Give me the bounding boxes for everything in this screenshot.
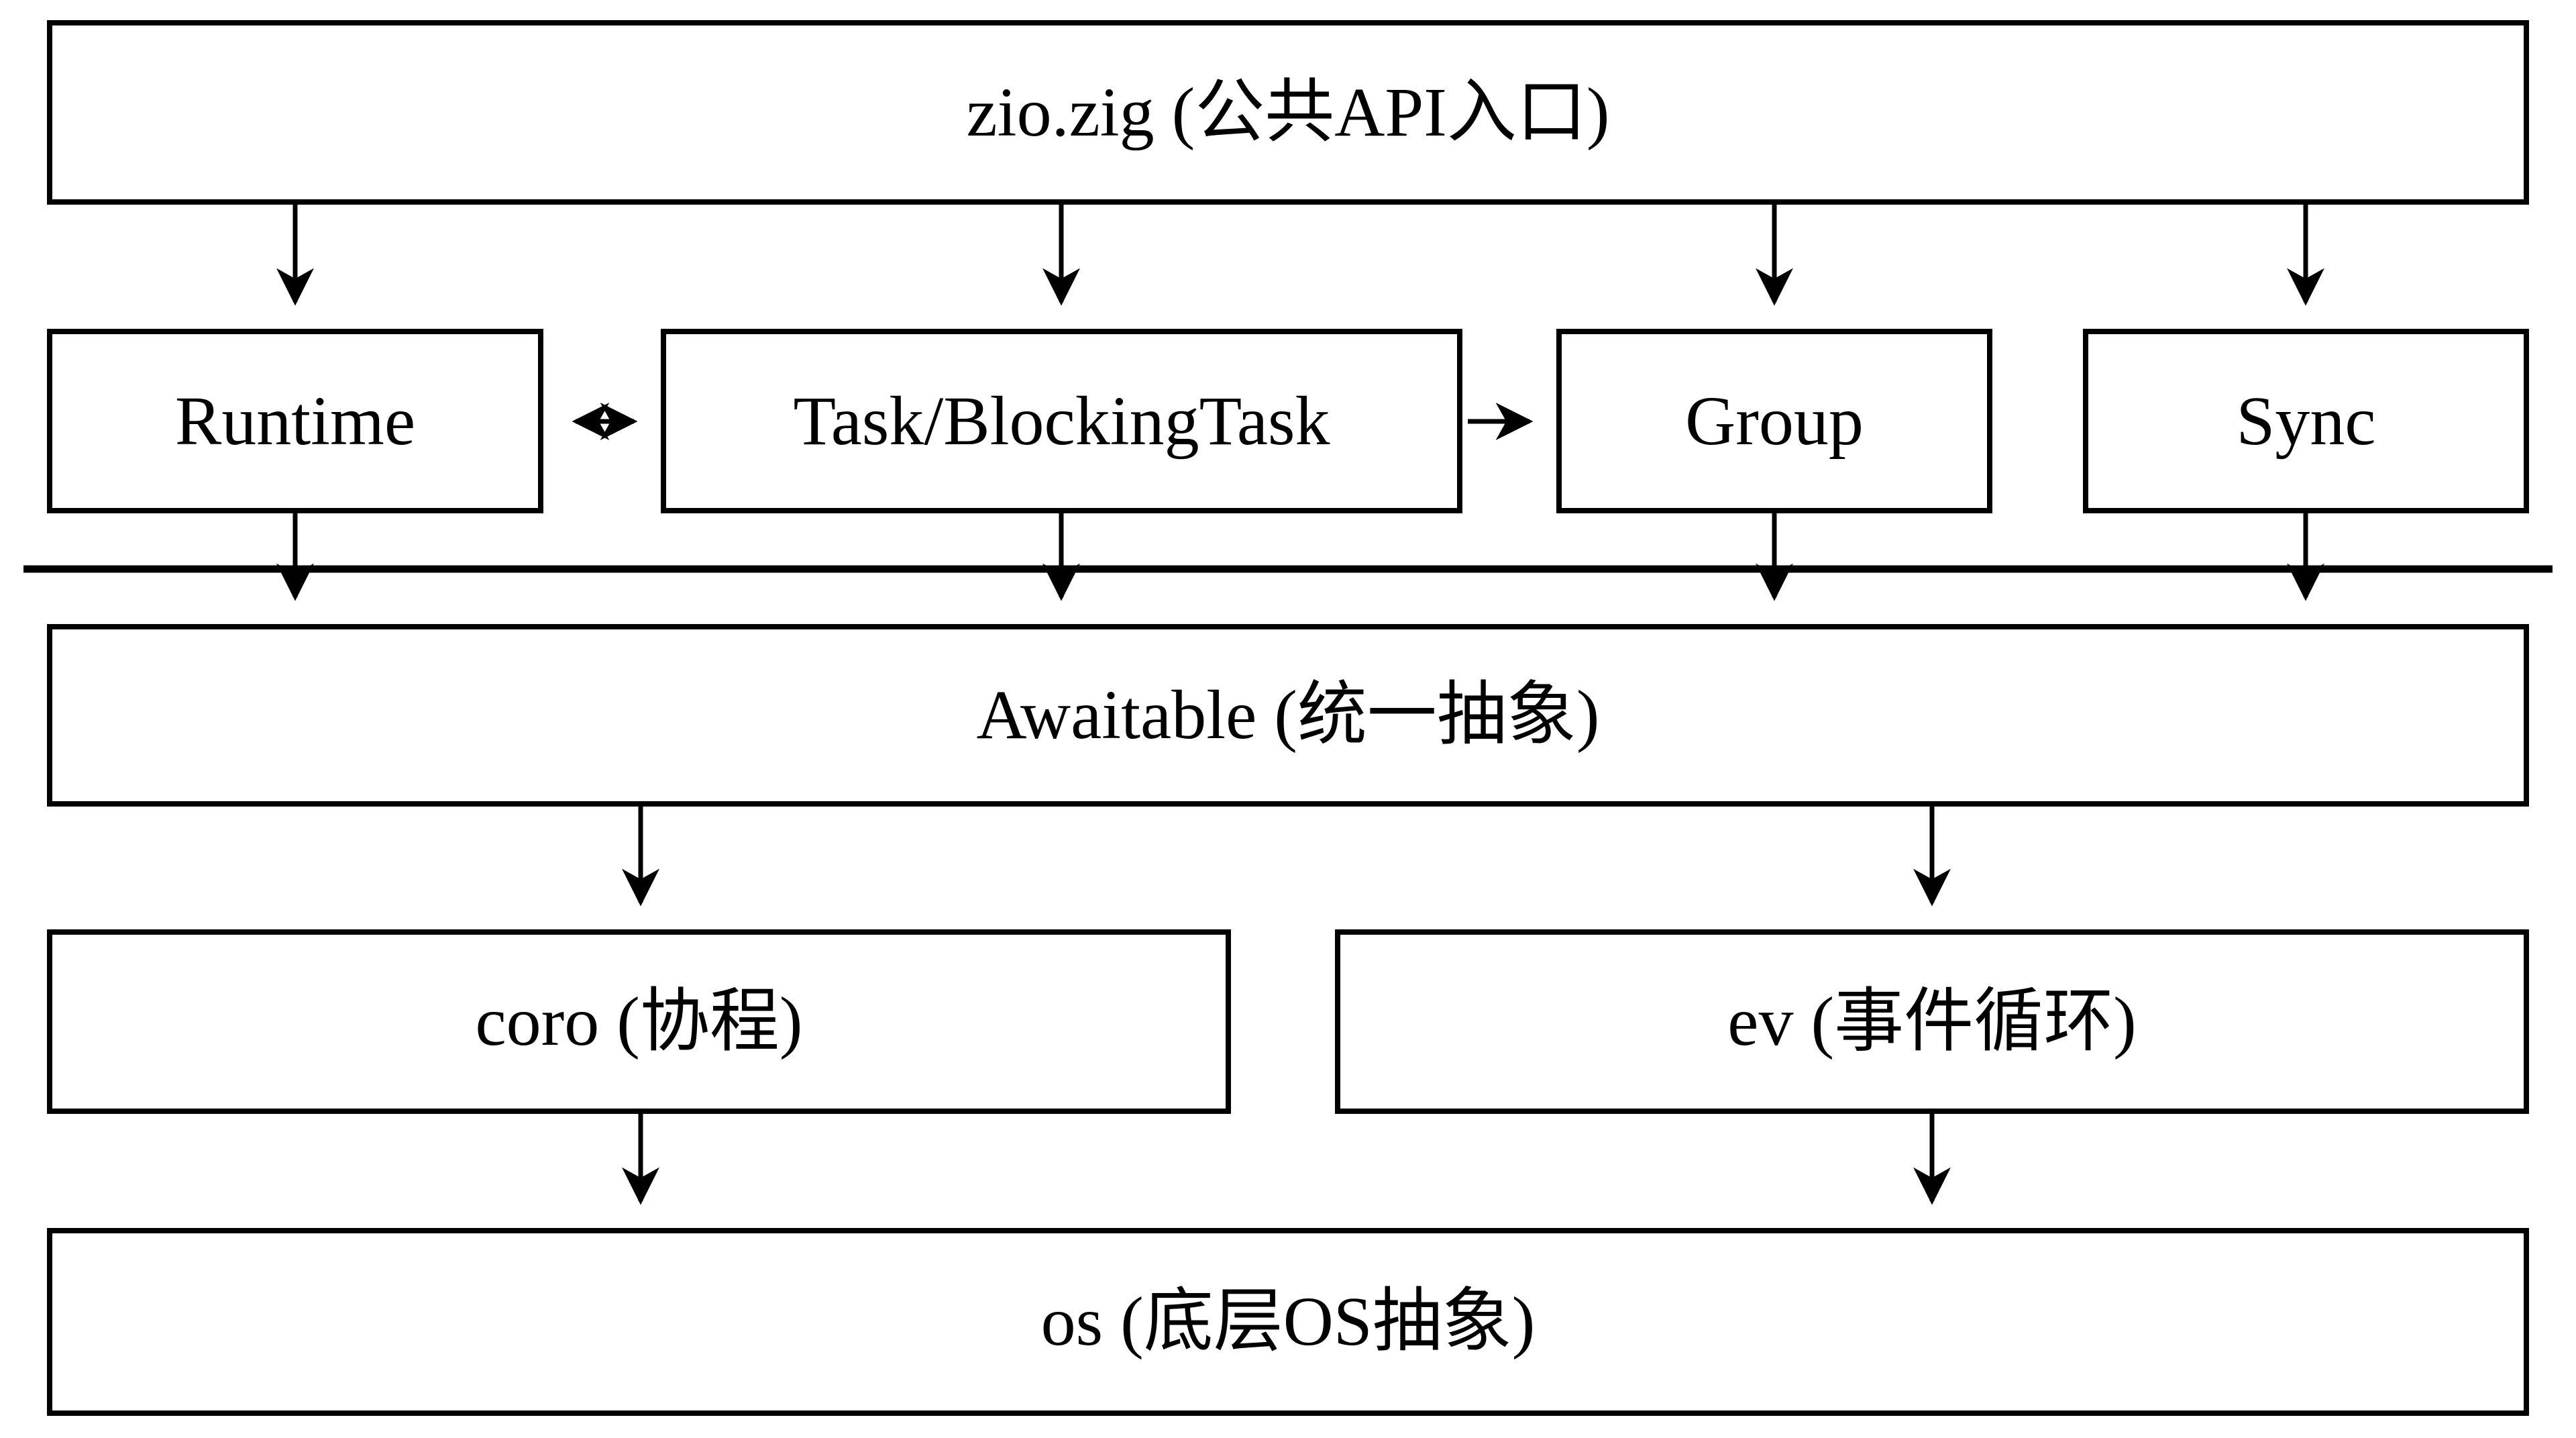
node-task-blockingtask: Task/BlockingTask	[661, 329, 1462, 513]
node-group: Group	[1556, 329, 1992, 513]
node-ev: ev (事件循环)	[1335, 929, 2529, 1114]
node-sync: Sync	[2083, 329, 2529, 513]
node-ev-label: ev (事件循环)	[1727, 982, 2137, 1060]
node-zio-zig-label: zio.zig (公共API入口)	[966, 73, 1610, 151]
node-os-label: os (底层OS抽象)	[1040, 1283, 1536, 1360]
node-awaitable: Awaitable (统一抽象)	[47, 624, 2529, 807]
node-awaitable-label: Awaitable (统一抽象)	[976, 676, 1600, 754]
node-coro: coro (协程)	[47, 929, 1231, 1114]
node-group-label: Group	[1685, 382, 1864, 460]
node-coro-label: coro (协程)	[475, 982, 803, 1060]
node-zio-zig: zio.zig (公共API入口)	[47, 20, 2529, 205]
node-runtime-label: Runtime	[174, 382, 416, 460]
node-task-blockingtask-label: Task/BlockingTask	[793, 382, 1330, 460]
node-sync-label: Sync	[2236, 382, 2376, 460]
node-runtime: Runtime	[47, 329, 543, 513]
node-os: os (底层OS抽象)	[47, 1228, 2529, 1416]
